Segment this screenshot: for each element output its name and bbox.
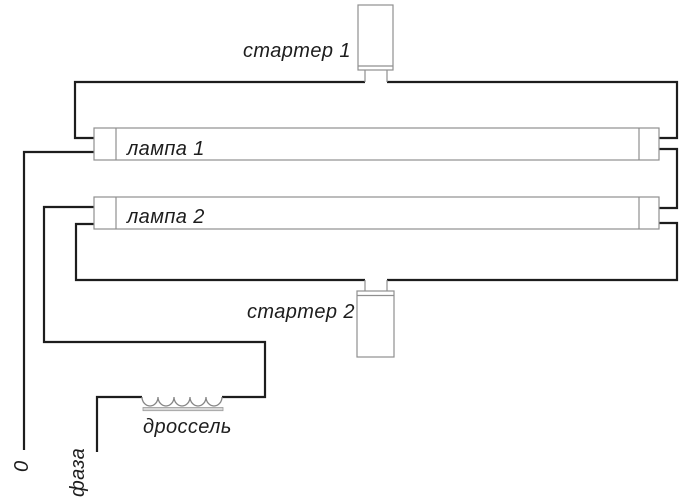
lamp1-label: лампа 1	[126, 138, 205, 160]
choke-core-icon	[142, 407, 224, 412]
wire-starter1-loop-left	[73, 80, 365, 140]
wire-choke-to-phase	[95, 395, 142, 452]
starter2-legs	[364, 280, 388, 291]
starter1-label: стартер 1	[243, 40, 351, 62]
wire-neutral	[22, 150, 94, 450]
starter2-label: стартер 2	[247, 301, 355, 323]
choke-coil-icon	[141, 396, 223, 407]
starter1-legs	[364, 70, 388, 82]
wire-lamp2-to-choke	[42, 205, 267, 399]
starter2-body	[356, 290, 395, 358]
wire-starter1-loop-right	[387, 80, 679, 140]
starter2-symbol	[356, 280, 395, 358]
phase-terminal-label: фаза	[67, 448, 89, 497]
wire-lamp1-lamp2-link	[659, 147, 679, 210]
lamp1-symbol: лампа 1	[93, 127, 660, 161]
wire-starter2-loop-right	[387, 221, 679, 282]
choke-label: дроссель	[143, 416, 232, 438]
lamp1-tube	[93, 127, 660, 161]
lamp1-end-caps	[115, 128, 640, 160]
lamp2-tube	[93, 196, 660, 230]
wire-starter2-loop-left	[74, 222, 365, 282]
starter1-body	[357, 4, 394, 71]
starter1-symbol	[357, 4, 394, 82]
lamp2-end-caps	[115, 197, 640, 229]
neutral-terminal-label: 0	[11, 460, 33, 472]
lamp2-symbol: лампа 2	[93, 196, 660, 230]
lamp2-label: лампа 2	[126, 206, 205, 228]
